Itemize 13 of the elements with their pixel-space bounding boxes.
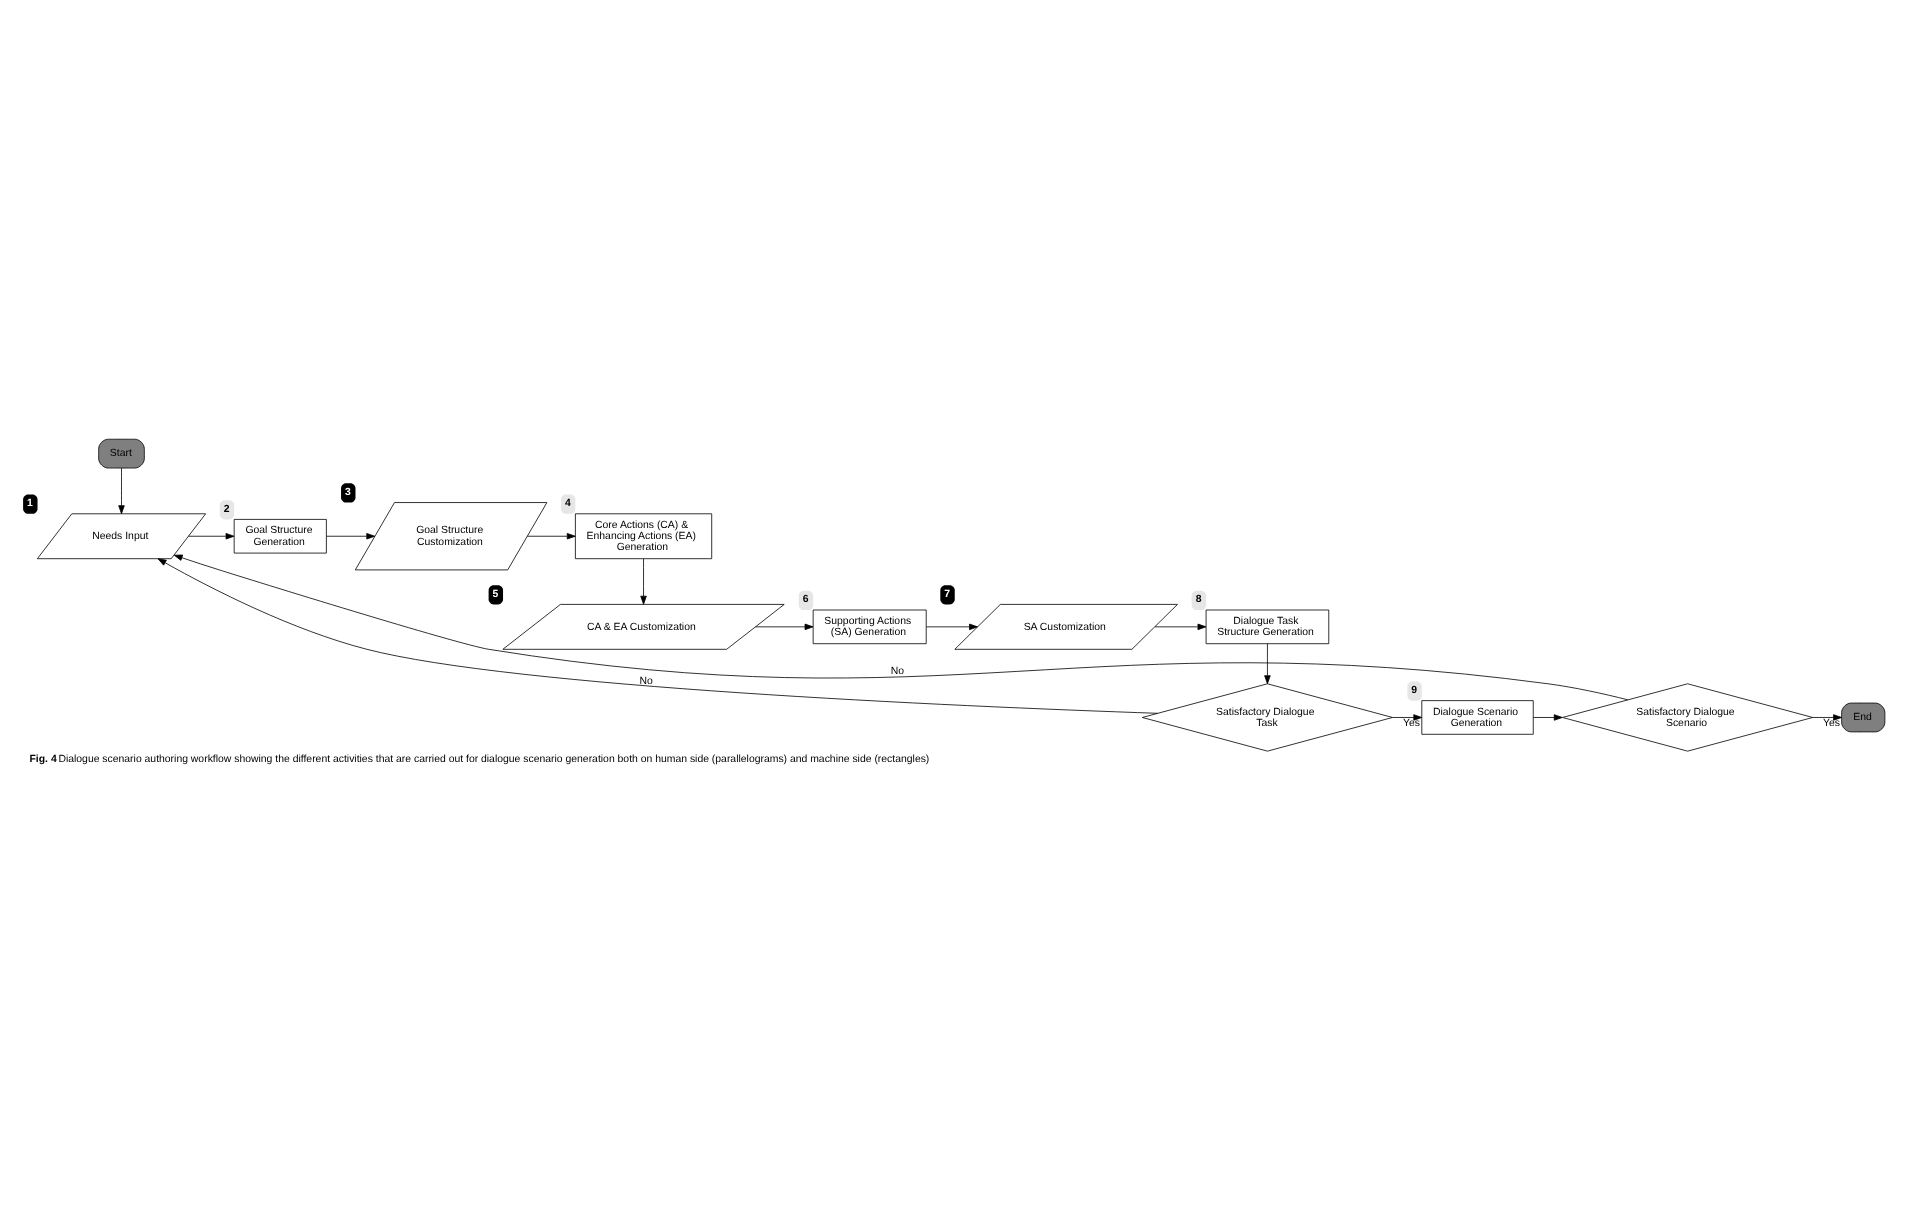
arrow (1264, 643, 1271, 685)
arrow (118, 467, 125, 515)
arrow (1392, 714, 1423, 721)
arrow (926, 623, 978, 631)
arrow (640, 558, 647, 605)
arrow (527, 533, 576, 540)
arrow (157, 558, 1159, 714)
arrow (1154, 623, 1207, 631)
arrow (188, 533, 235, 540)
arrow (326, 533, 376, 540)
arrow (755, 623, 814, 631)
arrow (1532, 714, 1563, 721)
arrow (1812, 714, 1842, 721)
